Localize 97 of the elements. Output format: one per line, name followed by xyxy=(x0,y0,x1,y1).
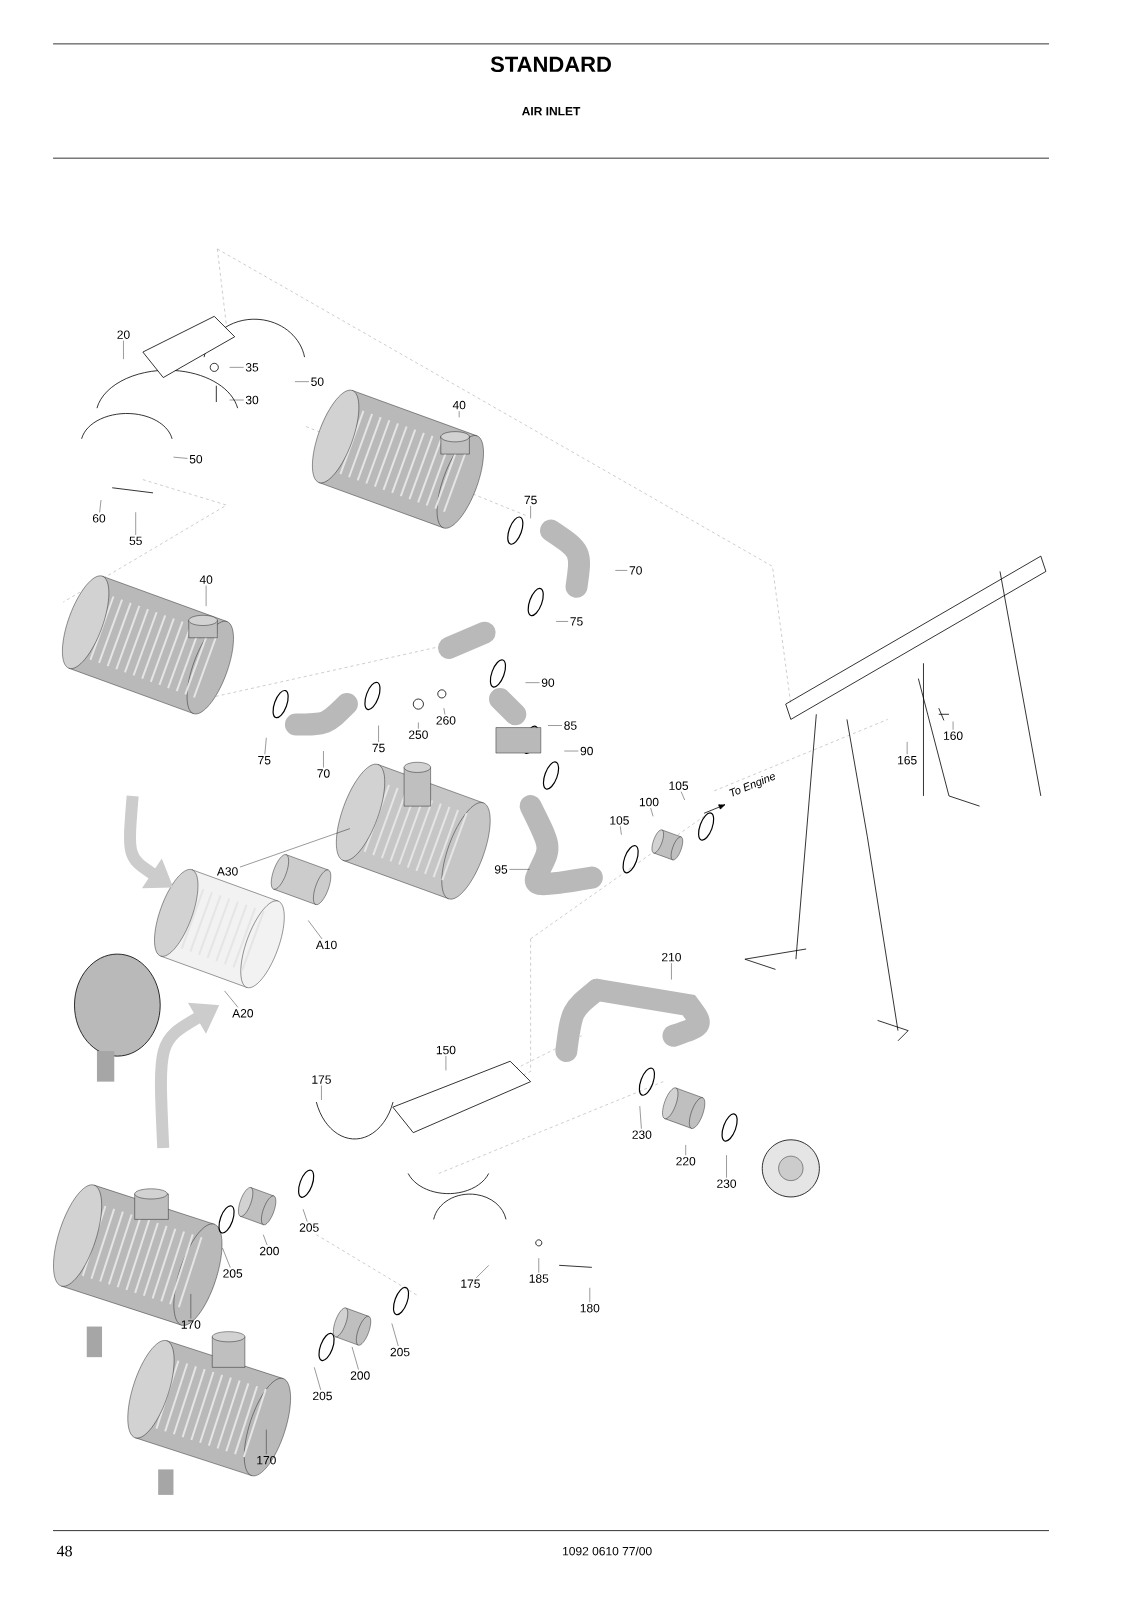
callout-number: 150 xyxy=(437,1045,456,1055)
callout-number: A30 xyxy=(217,867,238,876)
callout-number: 75 xyxy=(258,756,271,765)
leader-line xyxy=(685,1144,687,1156)
callout-number: 75 xyxy=(570,617,583,626)
document-number: 1092 0610 77/00 xyxy=(563,1546,652,1556)
leader-line xyxy=(266,1429,267,1455)
leader-line xyxy=(538,1257,540,1273)
callout-number: 200 xyxy=(351,1371,370,1380)
leader-line xyxy=(206,585,207,607)
leader-line xyxy=(953,721,954,730)
leader-line xyxy=(620,826,622,835)
leader-line xyxy=(190,1293,192,1319)
callout-number: 205 xyxy=(313,1391,333,1401)
leader-line xyxy=(239,828,351,868)
leader-line xyxy=(314,1367,322,1391)
leader-line xyxy=(726,1154,727,1178)
callout-number: 95 xyxy=(495,865,508,874)
leader-line xyxy=(391,1323,399,1347)
page-number: 48 xyxy=(57,1545,73,1557)
callout-number: 75 xyxy=(372,743,385,753)
leader-line xyxy=(173,456,188,459)
callout-number: 90 xyxy=(580,746,594,756)
callout-number: 210 xyxy=(662,952,682,962)
callout-number: 250 xyxy=(409,730,429,739)
leader-line xyxy=(556,621,569,622)
leader-line xyxy=(222,1247,231,1268)
leader-line xyxy=(671,962,672,980)
callout-number: 185 xyxy=(529,1274,549,1283)
callout-number: 85 xyxy=(564,721,577,730)
callout-number: 180 xyxy=(580,1303,600,1313)
callout-number: 175 xyxy=(461,1279,481,1288)
callout-number: 260 xyxy=(436,716,456,725)
callout-number: 160 xyxy=(944,731,963,740)
leader-line xyxy=(263,1234,268,1246)
callout-number: 175 xyxy=(312,1075,332,1084)
leader-line xyxy=(615,570,628,571)
callout-number: 50 xyxy=(189,454,203,464)
callout-number: 105 xyxy=(610,816,630,825)
callout-number: A20 xyxy=(232,1009,254,1018)
leader-line xyxy=(378,725,379,743)
leader-line xyxy=(323,750,324,768)
callout-number: 165 xyxy=(898,755,917,765)
callout-number: 230 xyxy=(717,1179,737,1188)
callout-number: 105 xyxy=(669,781,689,790)
callout-number: 170 xyxy=(257,1455,277,1465)
leader-line xyxy=(418,722,419,729)
leader-line xyxy=(476,1265,490,1278)
callout-number: 100 xyxy=(640,797,659,807)
leader-line xyxy=(229,399,245,401)
leader-line xyxy=(547,725,563,726)
callout-number: 205 xyxy=(390,1347,410,1357)
title: STANDARD xyxy=(490,56,612,73)
leader-line xyxy=(229,367,245,368)
callout-number: 30 xyxy=(246,395,259,405)
callout-number: 230 xyxy=(632,1130,652,1139)
callout-number: 60 xyxy=(93,514,106,523)
callout-number: 70 xyxy=(317,769,330,778)
callout-number: 40 xyxy=(453,400,466,410)
callout-number: 75 xyxy=(524,495,537,505)
callout-number: 55 xyxy=(129,536,143,545)
leader-line xyxy=(123,340,124,360)
leader-line xyxy=(224,990,239,1008)
leader-line xyxy=(525,682,540,683)
callout-number: 170 xyxy=(181,1320,201,1329)
callout-number: 35 xyxy=(246,363,259,372)
callout-number: 70 xyxy=(629,566,643,575)
leader-line xyxy=(564,750,579,752)
leader-line xyxy=(639,1105,642,1129)
leader-line xyxy=(459,410,460,418)
leader-line xyxy=(135,512,137,536)
direction-label: To Engine xyxy=(729,774,776,797)
leader-line xyxy=(681,791,686,801)
callout-number: 40 xyxy=(199,575,213,584)
leader-line xyxy=(303,1209,308,1222)
callout-number: 90 xyxy=(542,678,555,687)
callout-number: 200 xyxy=(260,1246,280,1256)
leader-line xyxy=(445,1055,447,1071)
callout-number: 220 xyxy=(676,1157,696,1166)
leader-line xyxy=(352,1346,359,1370)
callout-number: A10 xyxy=(316,940,337,950)
subtitle: AIR INLET xyxy=(522,107,581,116)
leader-line xyxy=(294,381,310,382)
leader-line xyxy=(907,741,908,755)
leader-line xyxy=(308,920,323,940)
callout-number: 50 xyxy=(311,377,324,386)
leader-line xyxy=(530,505,532,519)
leader-line xyxy=(650,807,654,817)
leader-line xyxy=(99,499,102,513)
leader-line xyxy=(589,1287,591,1303)
leader-line xyxy=(509,869,530,870)
leader-line xyxy=(321,1085,322,1101)
callout-number: 205 xyxy=(300,1223,319,1232)
callout-number: 20 xyxy=(117,330,130,339)
leader-line xyxy=(264,737,267,755)
leader-line xyxy=(443,707,446,715)
callout-number: 205 xyxy=(223,1269,243,1278)
